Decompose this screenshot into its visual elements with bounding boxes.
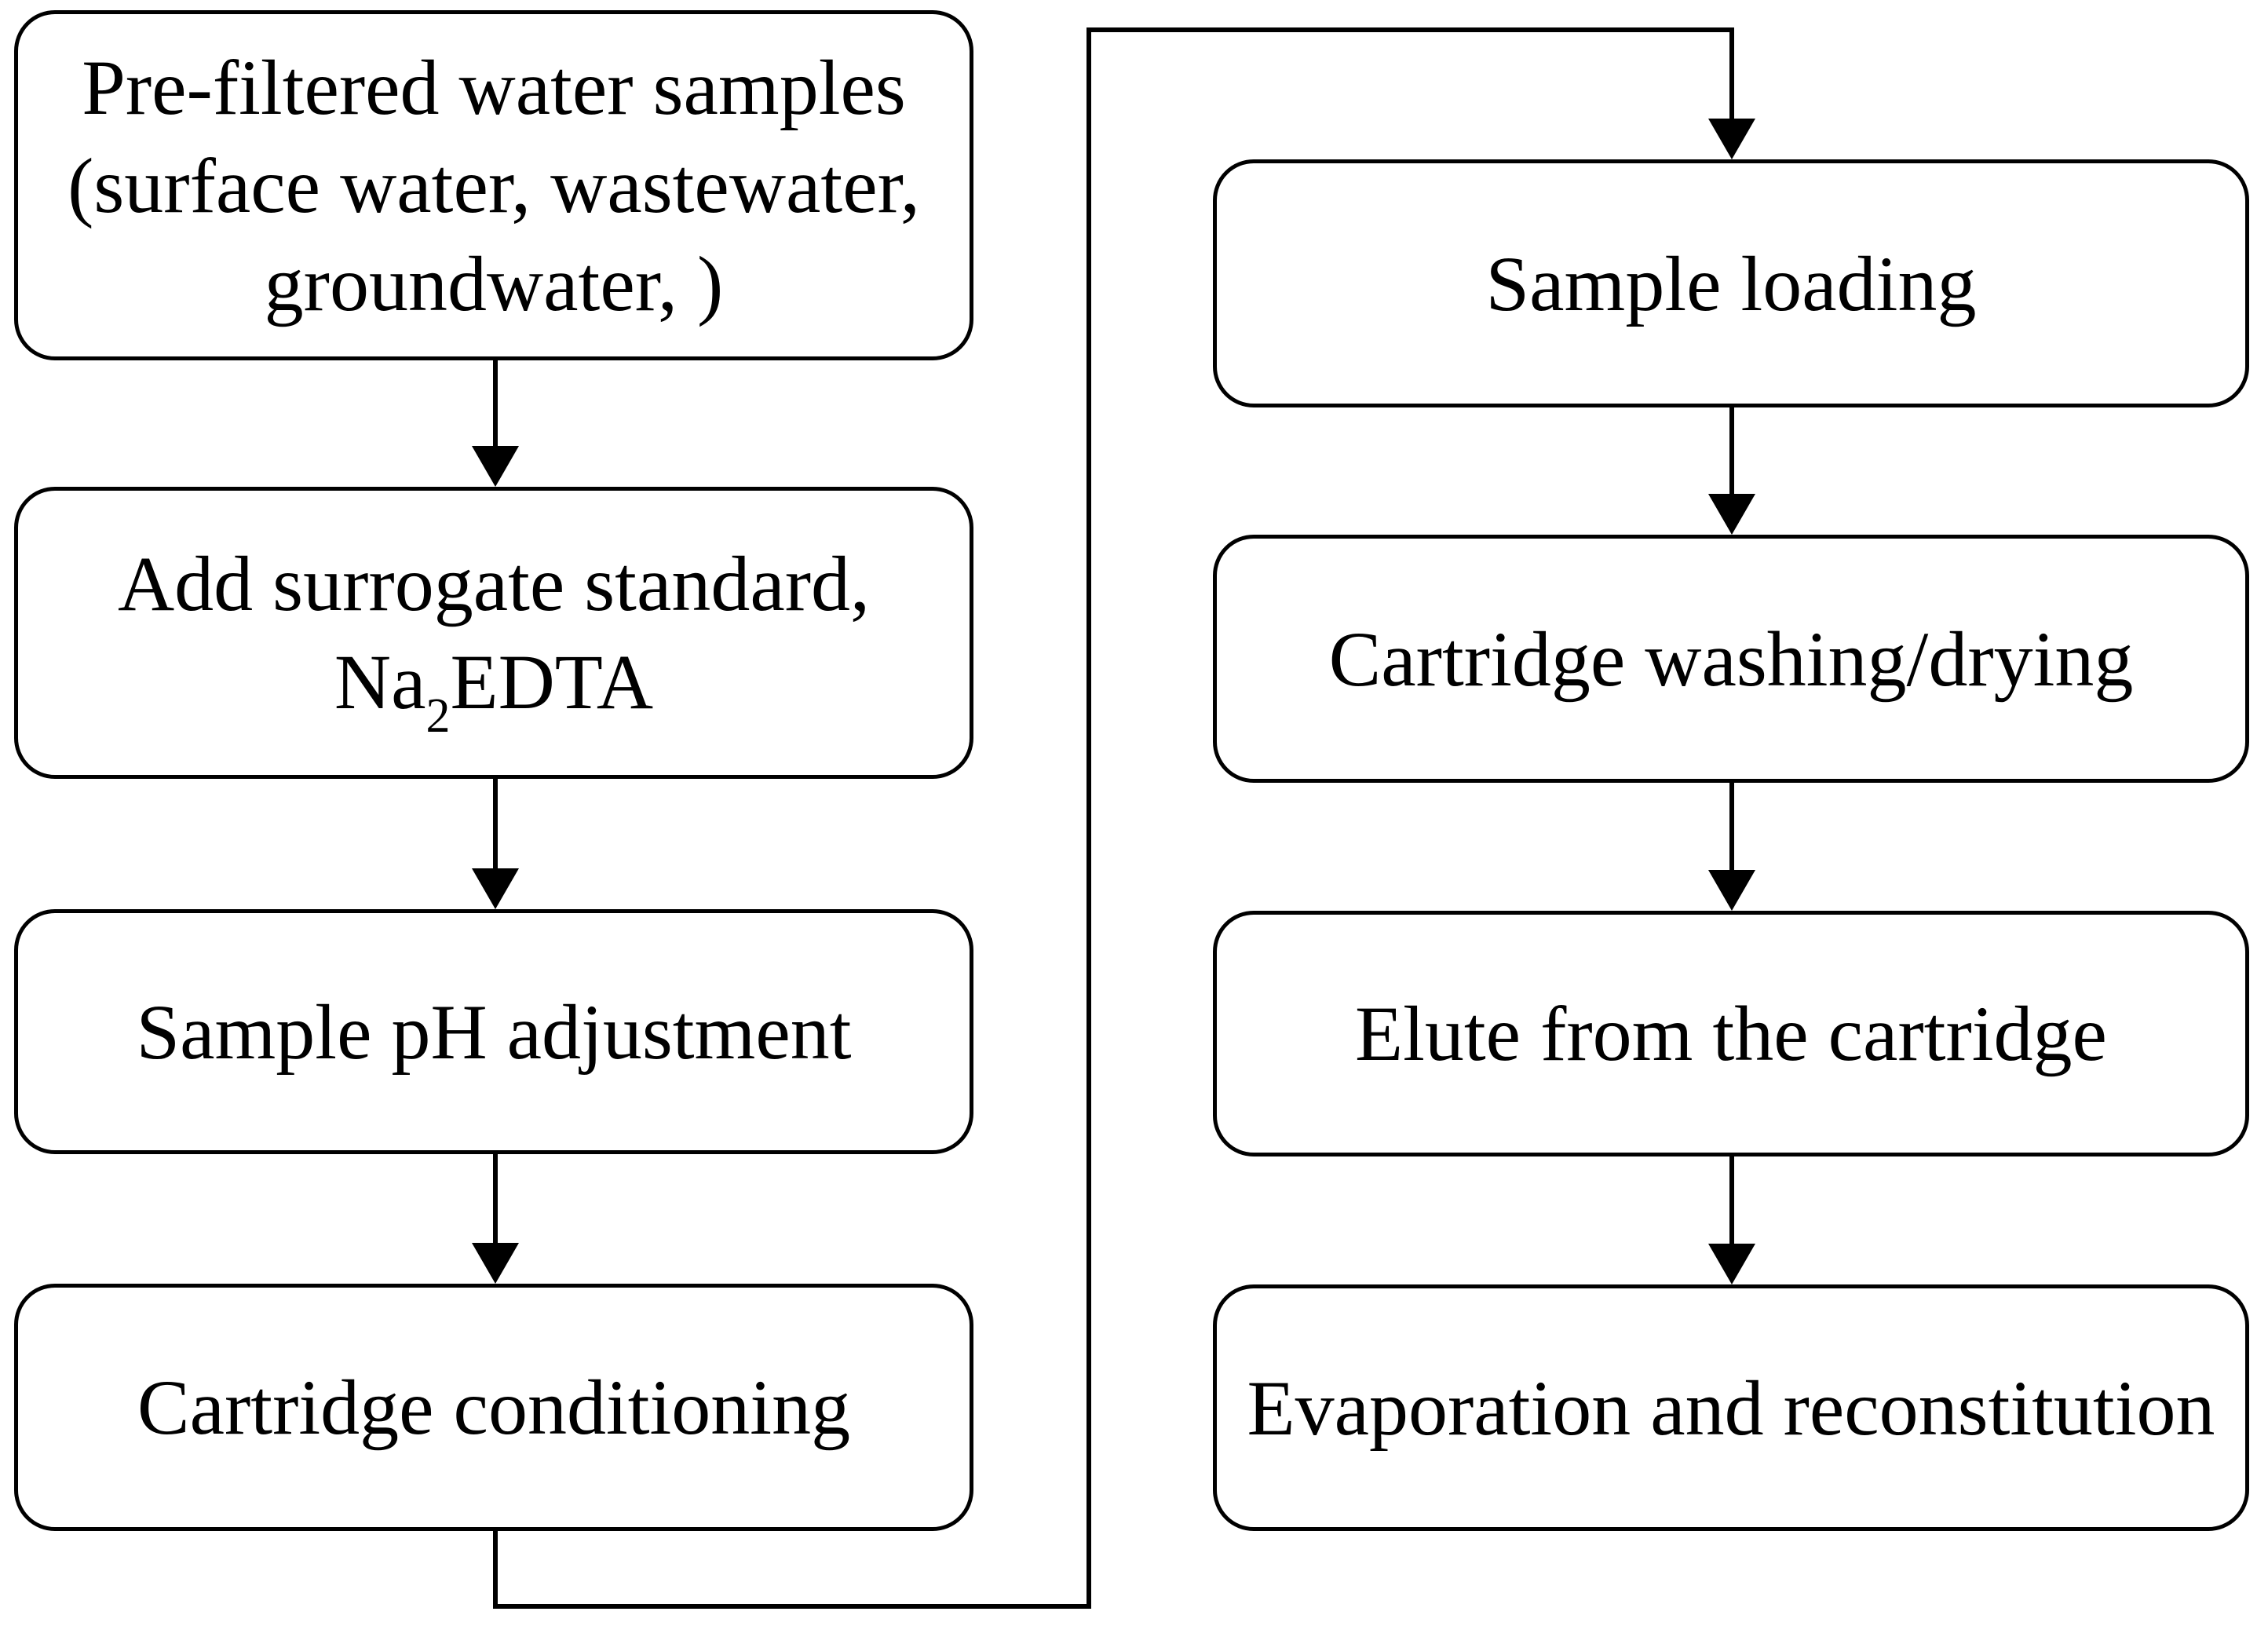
connector-drop-to-loading: [1729, 27, 1734, 122]
arrowhead-down-icon: [1708, 494, 1755, 535]
box-text-line: Cartridge conditioning: [137, 1364, 851, 1451]
arrowhead-down-icon: [1708, 119, 1755, 159]
flow-box-elute-from-cartridge: Elute from the cartridge: [1213, 911, 2249, 1156]
connector-drop-from-conditioning: [493, 1531, 498, 1609]
box-text-line: (surface water, wastewater,: [68, 141, 920, 229]
box-text-line: Evaporation and reconstitution: [1247, 1364, 2215, 1452]
box-text-line: Cartridge washing/drying: [1328, 615, 2134, 703]
formula-post: EDTA: [450, 638, 654, 725]
flow-box-sample-loading: Sample loading: [1213, 159, 2249, 407]
box-text-line: Pre-filtered water samples: [82, 43, 906, 131]
flow-box-sample-ph-adjustment: Sample pH adjustment: [14, 909, 973, 1154]
flow-box-cartridge-washing-drying: Cartridge washing/drying: [1213, 535, 2249, 783]
arrowhead-down-icon: [472, 868, 519, 909]
arrow-ph-to-conditioning-stem: [493, 1154, 498, 1246]
arrowhead-down-icon: [472, 446, 519, 487]
flow-box-pre-filtered-water-samples: Pre-filtered water samples (surface wate…: [14, 10, 973, 360]
arrow-prefiltered-to-surrogate-stem: [493, 360, 498, 449]
arrow-surrogate-to-ph-stem: [493, 779, 498, 871]
box-text-line: Sample pH adjustment: [136, 988, 852, 1076]
flow-box-cartridge-conditioning: Cartridge conditioning: [14, 1284, 973, 1531]
flow-box-evaporation-reconstitution: Evaporation and reconstitution: [1213, 1284, 2249, 1531]
arrow-elute-to-evaporation-stem: [1729, 1156, 1734, 1247]
arrow-loading-to-washing-stem: [1729, 407, 1734, 497]
chemical-formula: Na2EDTA: [334, 633, 654, 740]
box-text-line: Sample loading: [1485, 239, 1977, 327]
arrow-washing-to-elute-stem: [1729, 783, 1734, 873]
connector-vertical-riser: [1087, 27, 1091, 1609]
arrowhead-down-icon: [1708, 870, 1755, 911]
flow-box-add-surrogate-standard: Add surrogate standard, Na2EDTA: [14, 487, 973, 779]
formula-pre: Na: [334, 638, 426, 725]
connector-top-rail: [1087, 27, 1734, 32]
arrowhead-down-icon: [1708, 1244, 1755, 1284]
arrowhead-down-icon: [472, 1243, 519, 1284]
box-text-line: Add surrogate standard,: [117, 540, 871, 627]
box-text-line: Elute from the cartridge: [1355, 990, 2107, 1077]
connector-bottom-rail: [493, 1604, 1091, 1609]
box-text-line: groundwater, ): [264, 239, 724, 327]
formula-subscript: 2: [425, 689, 451, 743]
